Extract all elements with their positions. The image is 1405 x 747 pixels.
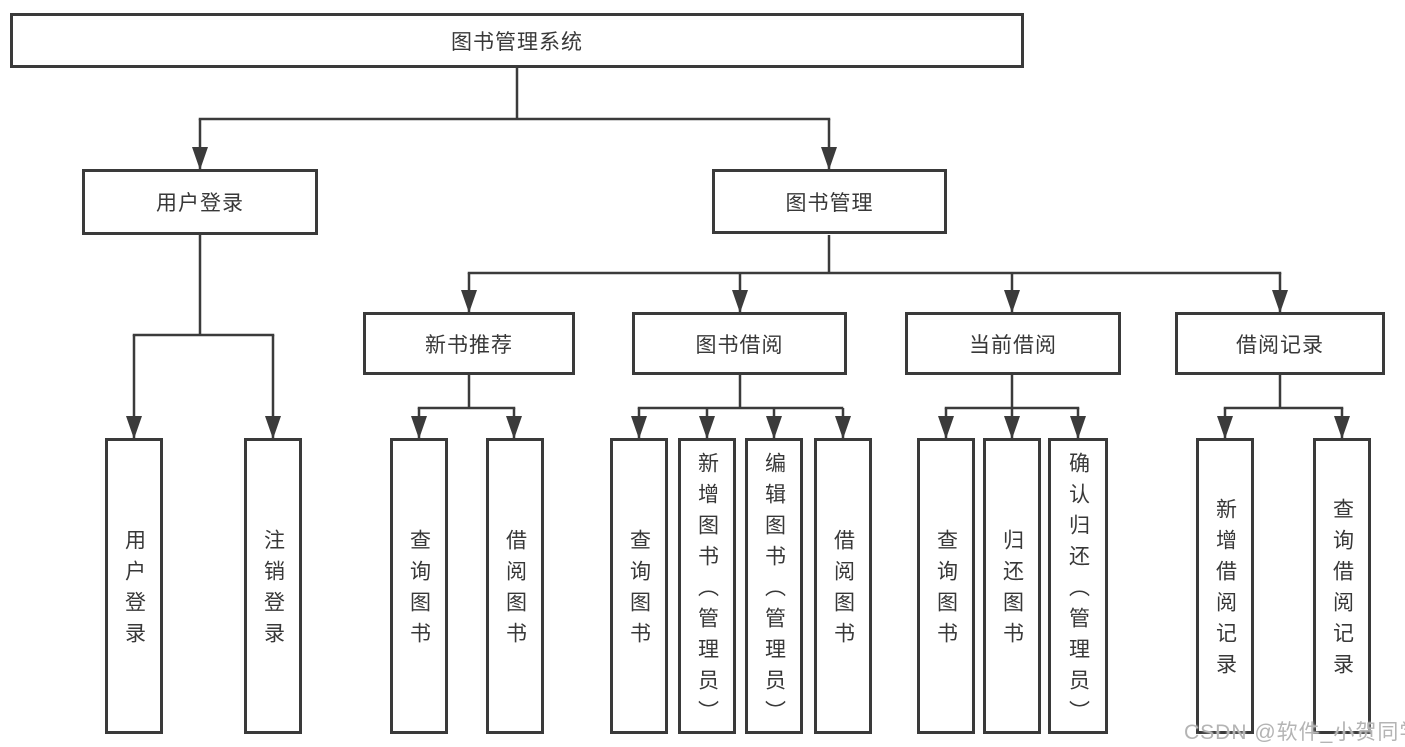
leaf-query-books-recommend-label: 查询图书 [407, 529, 431, 653]
leaf-borrow-books-recommend: 借阅图书 [486, 438, 544, 734]
connector-book-management-to-level3 [461, 235, 1288, 313]
leaf-query-books-current: 查询图书 [917, 438, 975, 734]
leaf-query-borrow-record: 查询借阅记录 [1313, 438, 1371, 734]
node-library-system-label: 图书管理系统 [451, 30, 583, 54]
node-user-login: 用户登录 [82, 169, 318, 235]
connector-current-borrow-to-leaves [938, 375, 1086, 439]
leaf-logout-label: 注销登录 [261, 529, 285, 653]
leaf-borrow-books-label: 借阅图书 [831, 529, 855, 653]
node-current-borrow: 当前借阅 [905, 312, 1121, 375]
connector-book-borrow-to-leaves [631, 375, 851, 439]
node-user-login-label: 用户登录 [156, 192, 244, 215]
node-new-book-recommend-label: 新书推荐 [425, 333, 513, 357]
leaf-borrow-books-recommend-label: 借阅图书 [503, 529, 527, 653]
leaf-edit-book-admin: 编辑图书（管理员） [745, 438, 803, 734]
leaf-confirm-return-admin-label: 确认归还（管理员） [1066, 451, 1090, 731]
node-borrow-records: 借阅记录 [1175, 312, 1385, 375]
leaf-query-books-recommend: 查询图书 [390, 438, 448, 734]
leaf-query-books-current-label: 查询图书 [934, 529, 958, 653]
leaf-logout: 注销登录 [244, 438, 302, 734]
node-book-borrow-label: 图书借阅 [695, 333, 784, 357]
connector-borrow-records-to-leaves [1217, 375, 1350, 439]
connector-user-login-to-leaves [126, 235, 281, 439]
node-library-system: 图书管理系统 [10, 13, 1024, 68]
node-book-borrow: 图书借阅 [632, 312, 847, 375]
node-new-book-recommend: 新书推荐 [363, 312, 575, 375]
node-borrow-records-label: 借阅记录 [1236, 333, 1324, 357]
node-current-borrow-label: 当前借阅 [969, 333, 1057, 357]
leaf-add-borrow-record-label: 新增借阅记录 [1213, 498, 1237, 684]
leaf-user-login-label: 用户登录 [122, 529, 146, 653]
leaf-edit-book-admin-label: 编辑图书（管理员） [762, 451, 786, 731]
csdn-watermark: CSDN @软件_小贺同学 [1184, 721, 1405, 744]
leaf-query-borrow-record-label: 查询借阅记录 [1330, 498, 1354, 684]
leaf-query-books-borrow: 查询图书 [610, 438, 668, 734]
leaf-borrow-books: 借阅图书 [814, 438, 872, 734]
leaf-user-login: 用户登录 [105, 438, 163, 734]
node-book-management-label: 图书管理 [785, 191, 874, 215]
leaf-return-book-label: 归还图书 [1000, 529, 1024, 653]
leaf-query-books-borrow-label: 查询图书 [627, 529, 651, 653]
leaf-add-book-admin-label: 新增图书（管理员） [695, 451, 719, 731]
node-book-management: 图书管理 [712, 169, 947, 234]
connector-root-to-level2 [192, 68, 837, 170]
leaf-confirm-return-admin: 确认归还（管理员） [1048, 438, 1108, 734]
leaf-add-borrow-record: 新增借阅记录 [1196, 438, 1254, 734]
connector-new-book-to-leaves [411, 375, 522, 439]
leaf-add-book-admin: 新增图书（管理员） [678, 438, 736, 734]
leaf-return-book: 归还图书 [983, 438, 1041, 734]
